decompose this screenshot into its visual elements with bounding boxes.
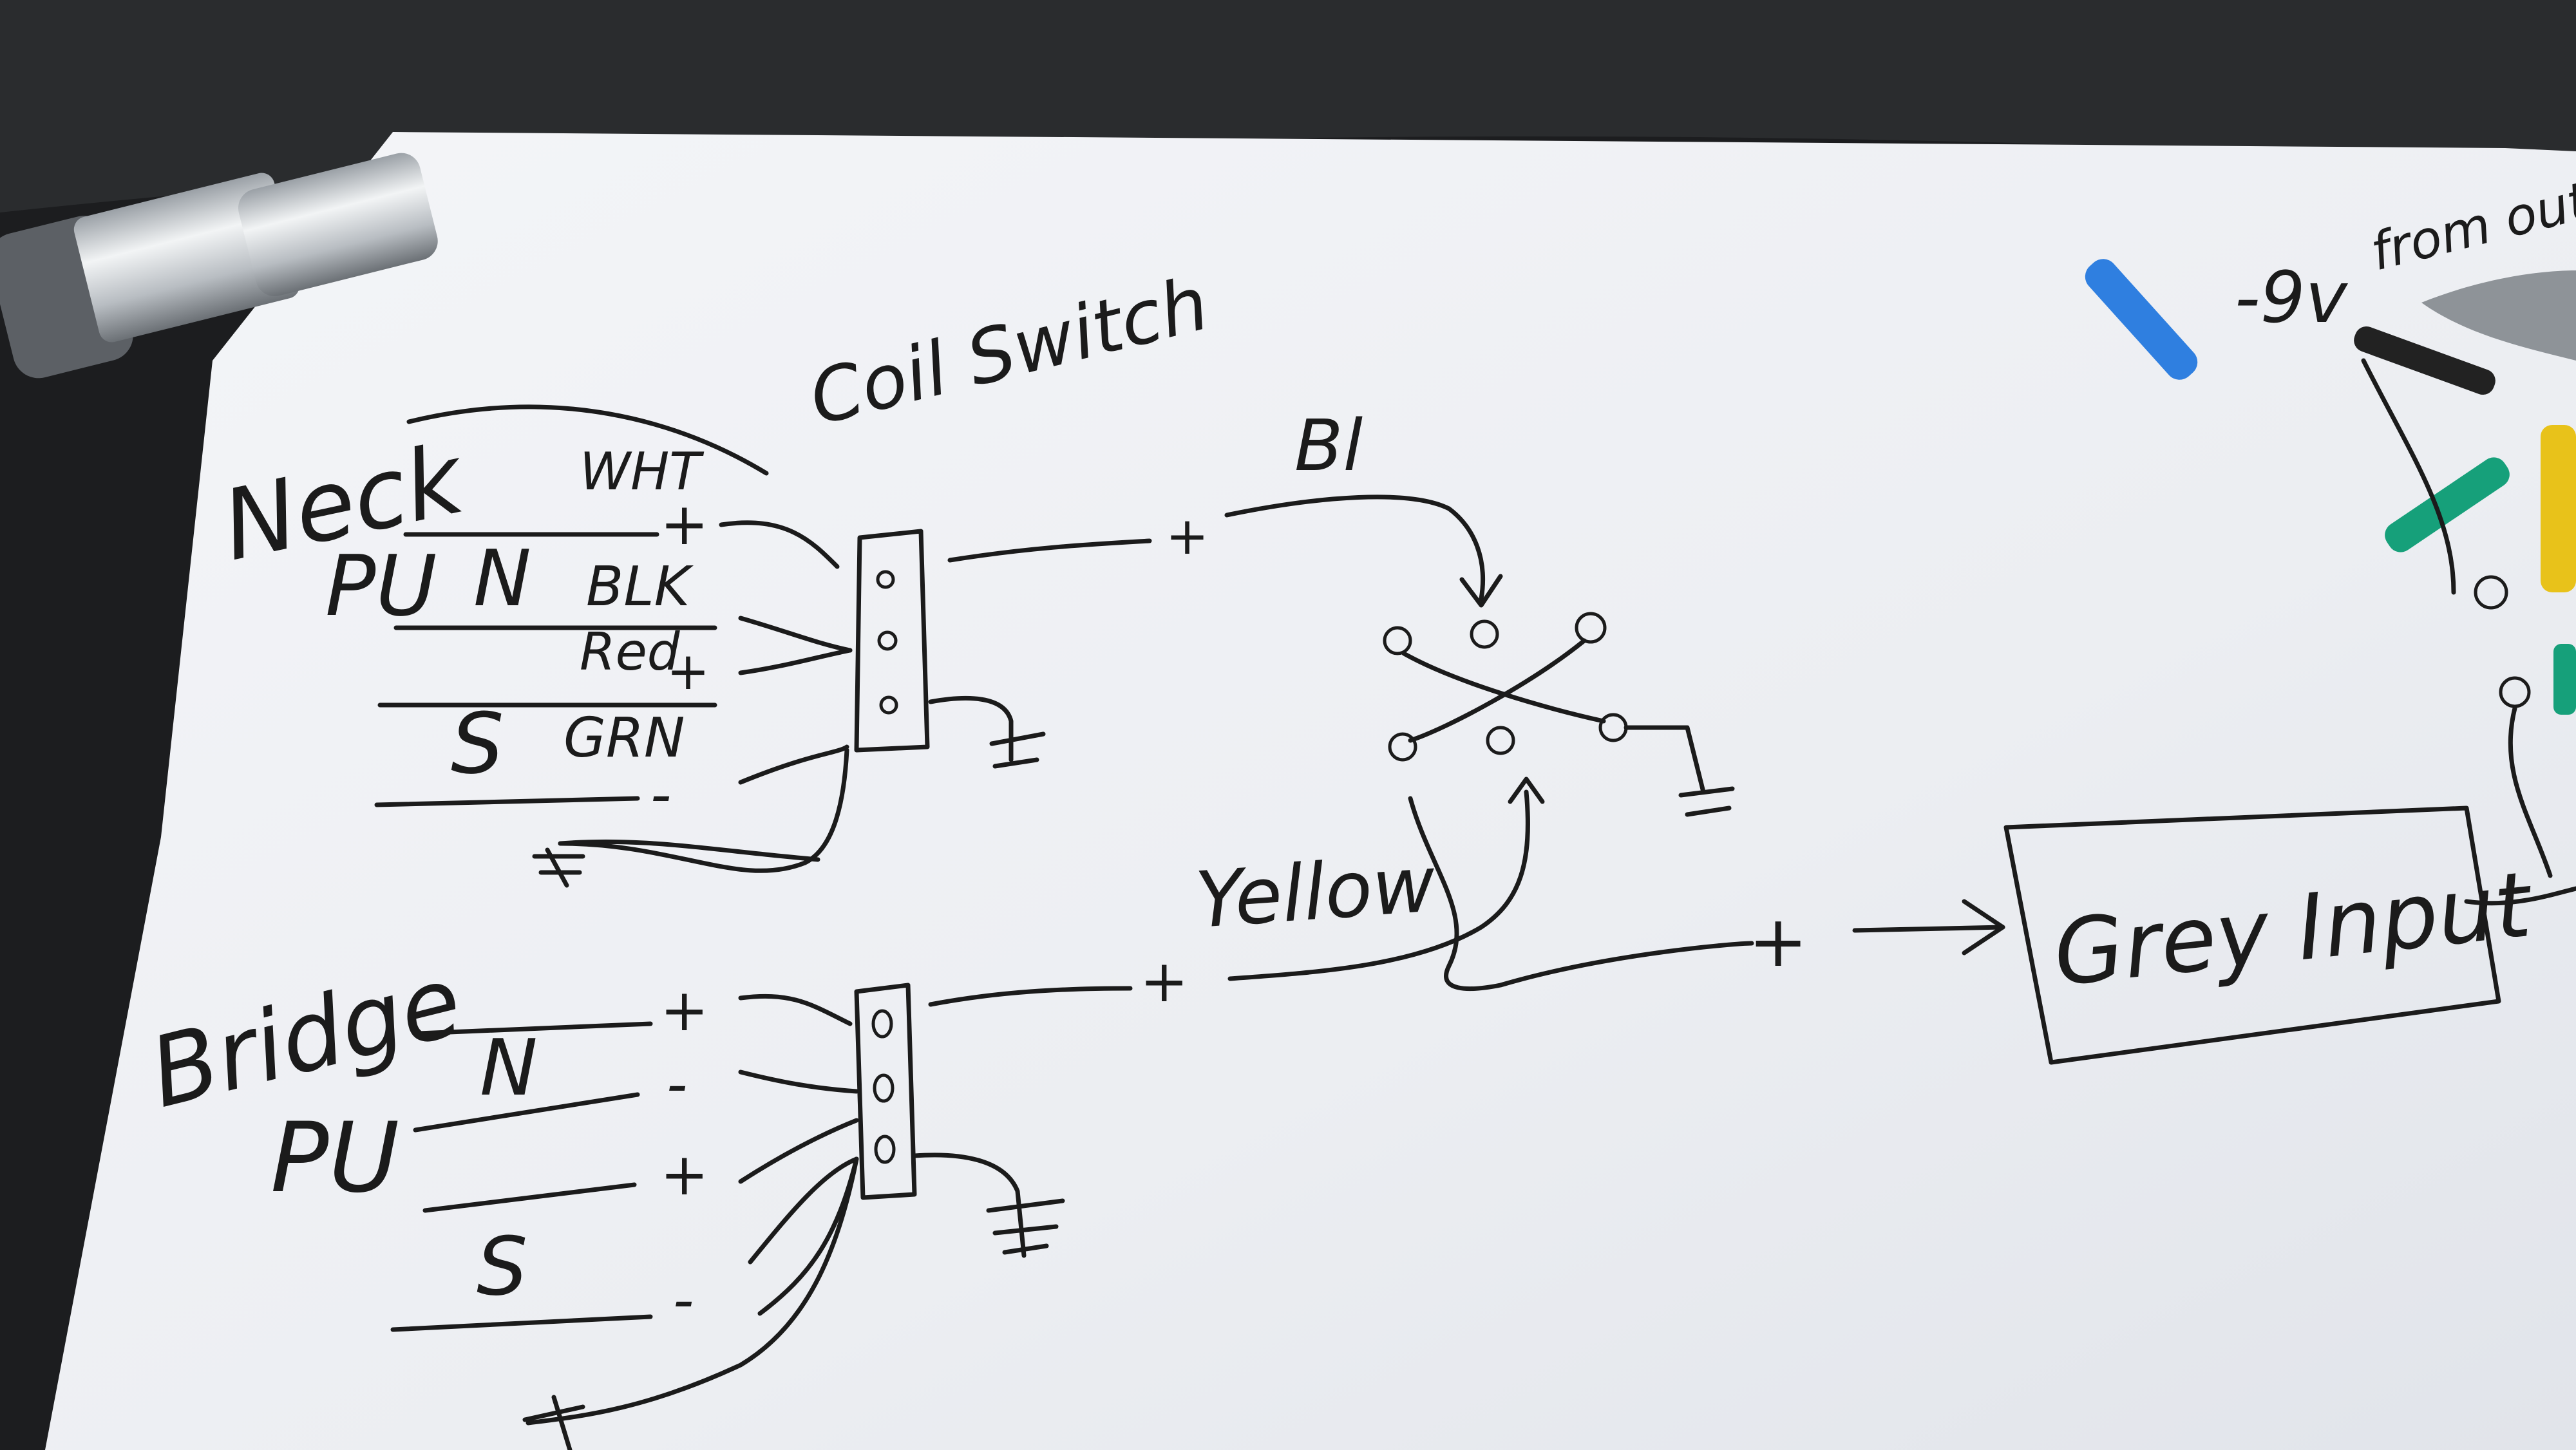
nine-v-wire <box>2361 358 2456 595</box>
neck-plus-2: + <box>667 641 710 701</box>
neck-switch-plus: + <box>1166 506 1209 566</box>
yellow-arrow <box>1508 777 1545 804</box>
label-neck-n: N <box>473 534 531 624</box>
grey-input-box <box>2003 805 2501 1065</box>
output-arrow-head <box>1962 899 2005 956</box>
bridge-plus-1: + <box>660 977 708 1044</box>
label-neck-s: S <box>451 695 504 793</box>
label-yellow: Yellow <box>1193 840 1439 946</box>
grey-input-lead <box>2464 886 2576 906</box>
bl-wire <box>1224 494 1486 601</box>
label-red: Red <box>580 622 681 682</box>
label-bridge-pu: PU <box>270 1102 399 1214</box>
label-blk: BLK <box>586 555 694 619</box>
neck-plus-1: + <box>660 491 708 558</box>
label-bridge-n: N <box>480 1024 538 1113</box>
label-grn: GRN <box>564 706 685 770</box>
bridge-minus-2: - <box>673 1266 694 1334</box>
paper-sheet <box>45 132 2576 1450</box>
neck-minus: - <box>650 761 671 829</box>
yellow-wire-end <box>2541 425 2576 592</box>
label-9v: -9v <box>2235 256 2349 339</box>
output-plus: + <box>1748 900 1808 983</box>
black-heatshrink <box>2354 326 2496 395</box>
bridge-switch-plus: + <box>1140 948 1188 1015</box>
yellow-wire <box>1227 789 1530 981</box>
label-bl: Bl <box>1294 404 1363 487</box>
output-arrow <box>1852 925 2005 933</box>
top-right-wire-down <box>2508 706 2553 878</box>
selector-to-output <box>1408 796 1754 992</box>
top-right-terminal-1 <box>2474 575 2508 610</box>
bl-arrow <box>1459 574 1503 608</box>
bridge-minus-1: - <box>667 1051 687 1118</box>
bridge-pickup-wiring: + - + - <box>390 977 859 1450</box>
label-wht: WHT <box>580 442 705 502</box>
selector-switch <box>1383 612 1735 817</box>
metal-jack-object <box>0 153 438 379</box>
green-wire-end <box>2553 644 2576 715</box>
bridge-plus-2: + <box>660 1141 708 1209</box>
neck-coil-switch-block <box>854 529 1152 769</box>
green-heatshrink <box>2385 457 2510 552</box>
pliers-object <box>2421 270 2576 361</box>
label-bridge-s: S <box>477 1220 527 1313</box>
neck-pickup-wiring: + + - <box>374 404 853 888</box>
bridge-coil-switch-block <box>854 983 1133 1258</box>
label-neck-pu: PU <box>325 537 437 635</box>
blue-heatshrink <box>2085 259 2198 380</box>
